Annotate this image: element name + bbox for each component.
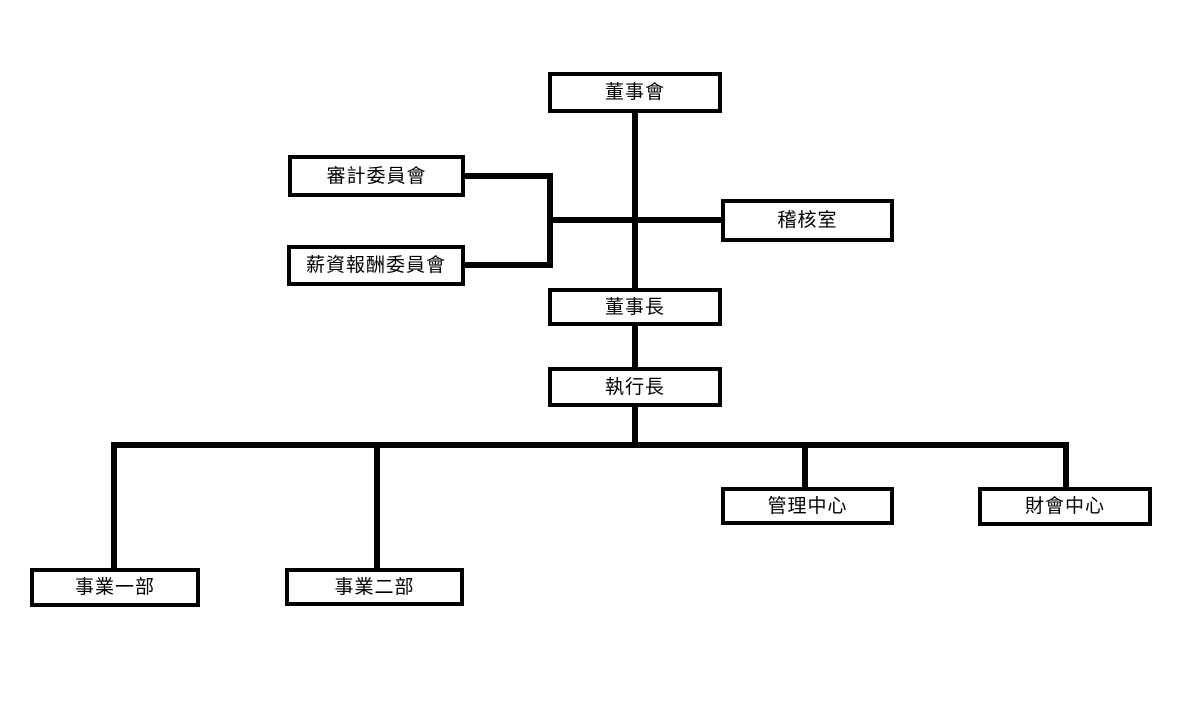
connector-to-division-2 [374, 442, 380, 568]
connector-committees-to-audit-office [548, 217, 722, 223]
node-audit-office: 稽核室 [721, 199, 894, 242]
connector-committee-bracket [547, 173, 553, 268]
connector-chairman-to-ceo [632, 326, 638, 367]
connector-to-finance-center [1063, 442, 1069, 487]
node-audit-office-label: 稽核室 [777, 209, 838, 231]
connector-to-division-1 [111, 442, 117, 568]
node-ceo-label: 執行長 [604, 375, 665, 398]
node-chairman-label: 董事長 [604, 295, 665, 318]
node-business-division-2: 事業二部 [285, 568, 464, 606]
node-finance-accounting-center-label: 財會中心 [1024, 495, 1105, 517]
node-finance-accounting-center: 財會中心 [978, 487, 1152, 526]
node-ceo: 執行長 [548, 367, 722, 407]
connector-board-to-chairman [632, 113, 638, 288]
node-business-division-1: 事業一部 [30, 568, 200, 607]
node-business-division-1-label: 事業一部 [74, 576, 155, 598]
connector-comp-committee [462, 262, 552, 268]
node-board-of-directors: 董事會 [548, 72, 722, 113]
connector-audit-committee [462, 173, 552, 179]
node-audit-committee-label: 審計委員會 [326, 164, 427, 187]
node-audit-committee: 審計委員會 [288, 155, 465, 197]
node-management-center-label: 管理中心 [767, 494, 848, 517]
connector-ceo-to-main-branch [632, 407, 638, 448]
node-board-of-directors-label: 董事會 [604, 81, 665, 103]
node-business-division-2-label: 事業二部 [334, 575, 415, 598]
node-compensation-committee: 薪資報酬委員會 [287, 245, 465, 286]
node-management-center: 管理中心 [721, 487, 894, 525]
node-chairman: 董事長 [548, 288, 722, 326]
node-compensation-committee-label: 薪資報酬委員會 [305, 254, 446, 276]
connector-main-branch [111, 442, 1069, 448]
connector-to-mgmt-center [802, 442, 808, 487]
